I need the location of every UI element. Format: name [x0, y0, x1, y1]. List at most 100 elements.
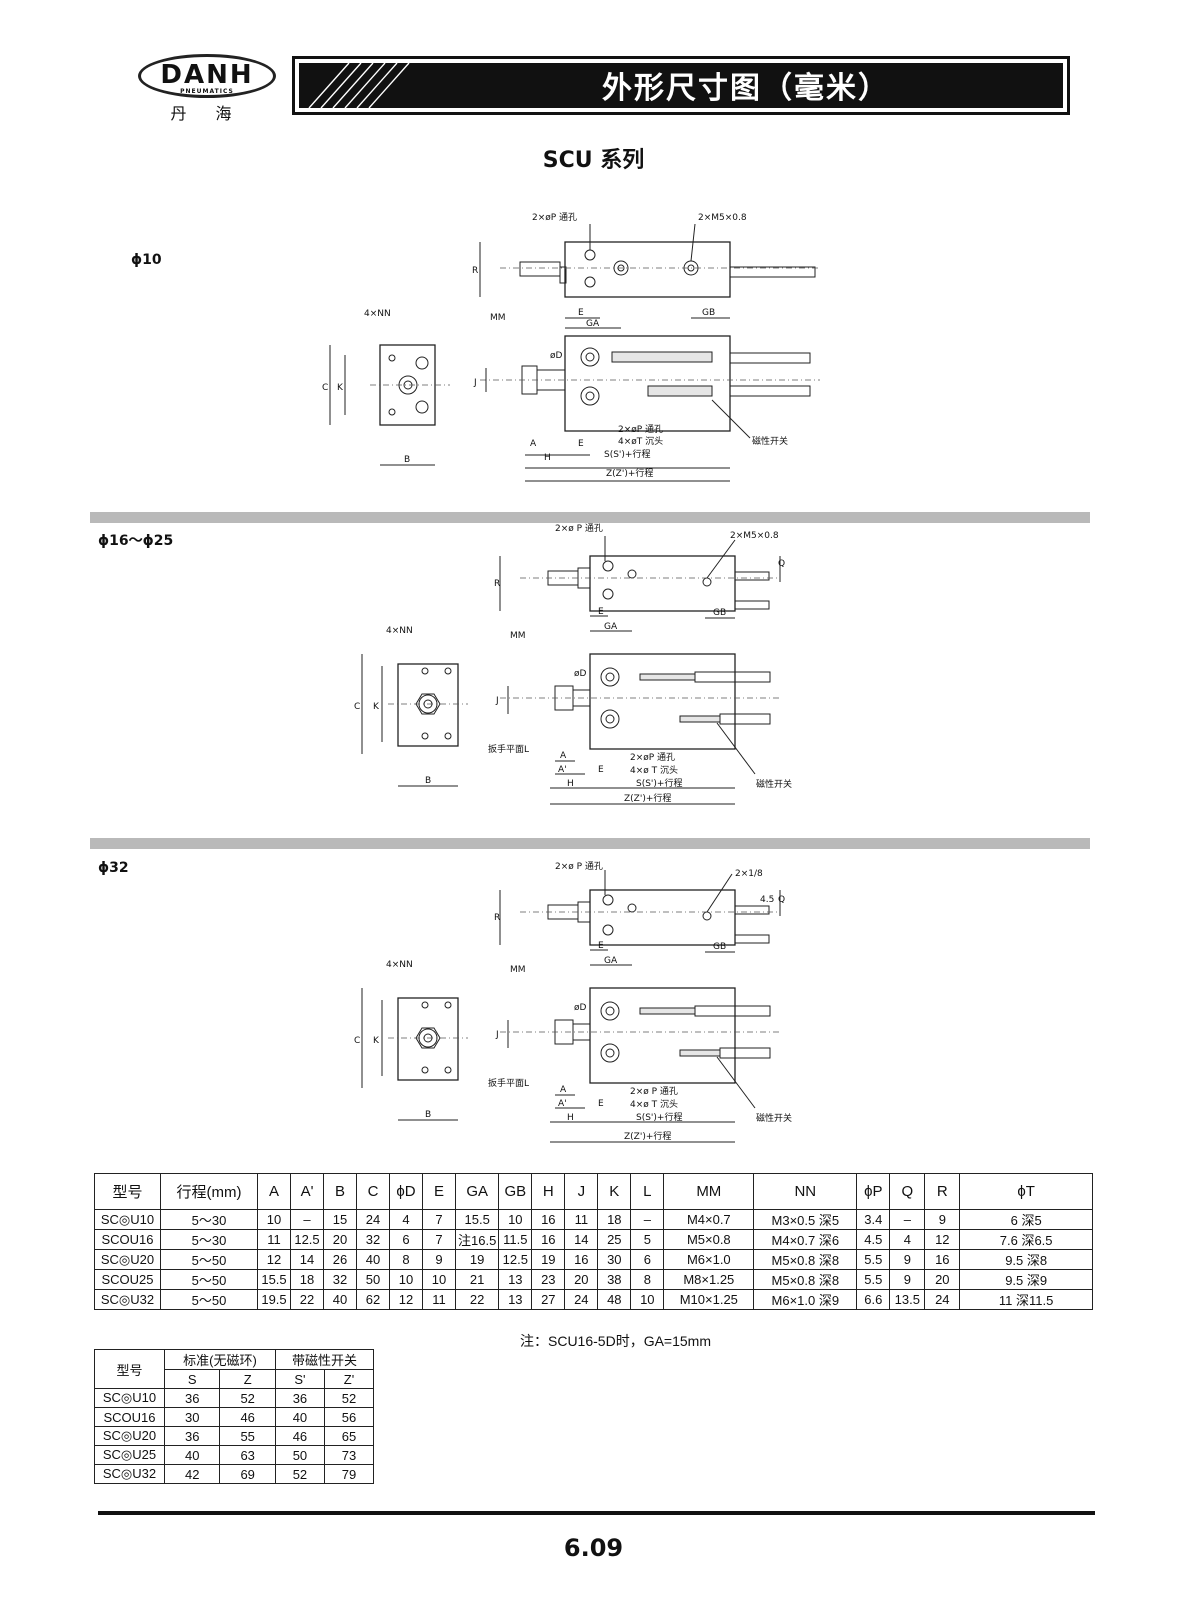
table-cell: M4×0.7 深6 [753, 1229, 858, 1250]
table-cell: 5～30 [160, 1229, 258, 1250]
m-thread-label: 2×M5×0.8 [730, 531, 779, 541]
dim-b: B [425, 776, 431, 786]
col-header: ϕD [389, 1173, 423, 1210]
wrench-flat-label: 扳手平面L [488, 1077, 529, 1089]
logo-subtitle: PNEUMATICS [180, 88, 234, 95]
table-cell: 22 [290, 1289, 324, 1310]
table-cell: 10 [498, 1209, 533, 1230]
table-cell: 10 [257, 1209, 291, 1230]
dim-r: R [494, 913, 500, 923]
table-cell: 8 [389, 1249, 423, 1270]
col-header: H [531, 1173, 566, 1210]
brand-logo: DANH PNEUMATICS 丹 海 [138, 52, 276, 123]
col-header: Z [219, 1369, 276, 1389]
dim-h: H [544, 453, 551, 463]
dim-k: K [337, 383, 344, 393]
table-cell: 36 [163, 1388, 221, 1408]
table-cell: 21 [454, 1269, 500, 1290]
table-cell: 9 [924, 1209, 961, 1230]
table-cell: 15.5 [257, 1269, 291, 1290]
table-cell: 6 [630, 1249, 665, 1270]
dim-r: R [472, 266, 478, 276]
table-cell: 23 [531, 1269, 566, 1290]
table-cell: 3.4 [856, 1209, 891, 1230]
table-cell: SCOU16 [94, 1229, 161, 1250]
dimension-table: 型号 行程(mm) A A' B C ϕD E GA GB H J K L MM… [94, 1173, 1093, 1310]
table-cell: 50 [274, 1445, 325, 1465]
table-cell: M5×0.8 深8 [753, 1269, 858, 1290]
table-cell: 6 [389, 1229, 423, 1250]
side-view: MM øD J A H E 2×øP 通孔 4×øT 沉头 S(S')+行程 Z… [473, 313, 820, 482]
table-cell: 56 [323, 1407, 375, 1427]
table-cell: 16 [564, 1249, 599, 1270]
title-banner: 外形尺寸图（毫米） [292, 56, 1070, 115]
dim-gb: GB [713, 942, 726, 952]
table-cell: 55 [219, 1426, 276, 1446]
table-cell: 26 [323, 1249, 357, 1270]
table-cell: 5.5 [856, 1249, 891, 1270]
table-cell: 11.5 [498, 1229, 533, 1250]
table-cell: 9.5 深9 [959, 1269, 1093, 1290]
wrench-flat-label: 扳手平面L [488, 743, 529, 755]
dim-j: J [495, 696, 499, 706]
section-divider-2 [90, 838, 1090, 849]
col-header: 型号 [94, 1173, 161, 1210]
table-cell: 40 [356, 1249, 390, 1270]
dim-e2: E [578, 439, 584, 449]
table-cell: M4×0.7 [663, 1209, 755, 1230]
end-view: 4×NN C K B [354, 960, 468, 1121]
col-header: K [597, 1173, 632, 1210]
stroke-label: S(S')+行程 [604, 448, 650, 460]
dim-e2: E [598, 1099, 604, 1109]
table-cell: 19 [454, 1249, 500, 1270]
dim-a-prime: A' [558, 765, 567, 775]
dim-4-5: 4.5 [760, 895, 774, 905]
table-cell: 25 [597, 1229, 632, 1250]
col-header: A' [290, 1173, 324, 1210]
table-cell: 7.6 深6.5 [959, 1229, 1093, 1250]
table-cell: 5～50 [160, 1289, 258, 1310]
dim-a-prime: A' [558, 1099, 567, 1109]
table-cell: 69 [219, 1464, 276, 1484]
top-view: 2×øP 通孔 2×M5×0.8 R E GA GB [472, 212, 820, 329]
p-hole-label: 2×ø P 通孔 [555, 861, 603, 872]
table-cell: 27 [531, 1289, 566, 1310]
col-header: B [323, 1173, 357, 1210]
group-header-standard: 标准(无磁环) [164, 1349, 276, 1370]
table-cell: 46 [274, 1426, 325, 1446]
table-cell: – [630, 1209, 665, 1230]
dim-q: Q [778, 895, 785, 905]
side-view: MM øD J 扳手平面L A A' H E 2×øP 通孔 4×ø T 沉头 … [488, 631, 792, 805]
table-cell: 20 [564, 1269, 599, 1290]
dim-e: E [598, 607, 604, 617]
table-cell: M10×1.25 [663, 1289, 755, 1310]
col-header: Z' [323, 1369, 375, 1389]
table-cell: SC◎U32 [94, 1464, 165, 1484]
section-label-phi32: ϕ32 [98, 860, 129, 876]
section-label-phi16-25: ϕ16～ϕ25 [98, 533, 174, 549]
magnetic-switch-label: 磁性开关 [756, 1112, 792, 1124]
dim-r: R [494, 579, 500, 589]
dim-ga: GA [604, 622, 618, 632]
table-cell: 10 [630, 1289, 665, 1310]
col-header: A [257, 1173, 291, 1210]
table-cell: 11 [257, 1229, 291, 1250]
table-cell: 52 [219, 1388, 276, 1408]
table-cell: 12.5 [290, 1229, 324, 1250]
table-cell: M6×1.0 [663, 1249, 755, 1270]
table-cell: 63 [219, 1445, 276, 1465]
table-cell: 5.5 [856, 1269, 891, 1290]
dim-gb: GB [713, 608, 726, 618]
dim-d: øD [574, 669, 587, 679]
col-header: E [422, 1173, 456, 1210]
table-cell: 12 [257, 1249, 291, 1270]
table-header-row: 型号 行程(mm) A A' B C ϕD E GA GB H J K L MM… [94, 1173, 1093, 1210]
end-view: 4×NN C K B [354, 626, 468, 787]
